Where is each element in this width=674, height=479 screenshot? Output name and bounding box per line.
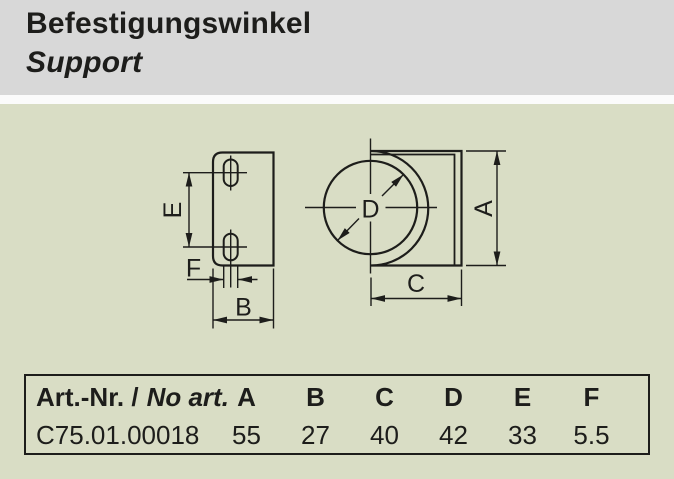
dim-label-b: B	[235, 294, 252, 322]
value-a: 55	[232, 419, 261, 450]
article-header: Art.-Nr. / No art.	[26, 381, 229, 413]
page-title: Befestigungswinkel	[26, 7, 312, 40]
bore-centerlines	[305, 138, 437, 274]
col-header-b: B	[306, 381, 325, 412]
content-area	[0, 104, 674, 479]
page-subtitle: Support	[26, 46, 143, 79]
col-header-e: E	[513, 381, 532, 412]
table-header-row: Art.-Nr. / No art. A B C D E F	[26, 378, 648, 416]
sheet-thickness-line	[371, 153, 456, 266]
dimension-b	[212, 268, 275, 329]
side-view: E F B	[159, 151, 275, 329]
dim-label-d: D	[361, 196, 379, 224]
side-view-outline	[211, 151, 275, 267]
slot-centerlines	[183, 155, 247, 288]
dim-label-e: E	[159, 202, 187, 219]
value-e: 33	[508, 419, 537, 450]
value-d: 42	[439, 419, 468, 450]
page-header: Befestigungswinkel Support	[0, 0, 674, 95]
front-view: D A C	[305, 138, 506, 306]
col-header-f: F	[583, 381, 600, 412]
dimension-a	[466, 150, 506, 267]
article-header-de: Art.-Nr. /	[36, 381, 139, 412]
value-b: 27	[301, 419, 330, 450]
dim-label-a: A	[470, 200, 498, 217]
spec-table: Art.-Nr. / No art. A B C D E F C75.01.00…	[24, 374, 650, 455]
value-f: 5.5	[573, 419, 610, 450]
dimension-d	[336, 174, 404, 241]
dim-label-f: F	[186, 255, 201, 283]
header-divider	[0, 95, 674, 104]
value-c: 40	[370, 419, 399, 450]
dimension-f	[187, 266, 258, 288]
article-number: C75.01.00018	[36, 419, 200, 450]
table-row: C75.01.00018 55 27 40 42 33 5.5	[26, 416, 648, 454]
col-header-a: A	[237, 381, 256, 412]
dim-label-c: C	[407, 270, 425, 298]
col-header-d: D	[444, 381, 463, 412]
col-header-c: C	[375, 381, 394, 412]
front-view-outline	[370, 149, 463, 267]
dimension-c	[370, 269, 463, 306]
article-header-alt: No art.	[146, 381, 229, 412]
